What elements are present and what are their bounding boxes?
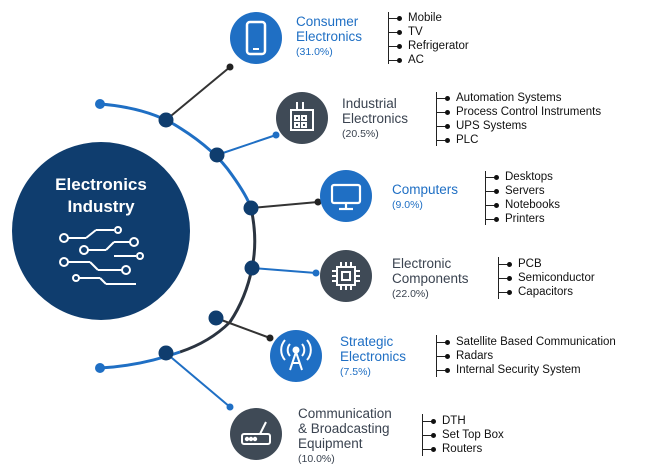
list-item: Automation Systems [437, 91, 601, 105]
segment-communication-label: Communication & Broadcasting Equipment (… [298, 406, 392, 466]
hub-circle: Electronics Industry [12, 142, 190, 320]
connector-end-strategic [266, 334, 274, 342]
hub-title-line2: Industry [67, 197, 135, 216]
list-item: Satellite Based Communication [437, 335, 616, 349]
mobile-phone-icon [230, 12, 282, 64]
segment-name-line: Strategic [340, 334, 394, 349]
segment-name-line: Consumer [296, 14, 359, 29]
list-item: Desktops [486, 170, 560, 184]
list-item: UPS Systems [437, 119, 601, 133]
connector-end-consumer [226, 63, 234, 71]
segment-communication-items: DTH Set Top Box Routers [423, 414, 504, 456]
segment-name-line: Industrial [342, 96, 397, 111]
list-item: Refrigerator [389, 39, 469, 53]
segment-name-line: Electronics [296, 29, 363, 44]
monitor-icon [320, 170, 372, 222]
arc-middle [179, 207, 257, 354]
bracket [422, 414, 423, 456]
segment-name-line: Communication [298, 406, 392, 421]
segment-name-line: Equipment [298, 436, 363, 451]
segment-name-line: Components [392, 271, 469, 286]
list-item: Radars [437, 349, 616, 363]
segment-share: (7.5%) [340, 366, 371, 378]
segment-consumer-label: Consumer Electronics (31.0%) [296, 14, 362, 59]
circuit-icon [59, 226, 144, 285]
segment-consumer-items: Mobile TV Refrigerator AC [389, 11, 469, 67]
segment-computers-items: Desktops Servers Notebooks Printers [486, 170, 560, 226]
segment-share: (9.0%) [392, 199, 423, 211]
list-item: TV [389, 25, 469, 39]
segment-components-items: PCB Semiconductor Capacitors [499, 257, 595, 299]
microchip-icon [320, 250, 372, 302]
list-item: Notebooks [486, 198, 560, 212]
segment-name-line: Electronic [392, 256, 452, 271]
list-item: Routers [423, 442, 504, 456]
connector-industrial [216, 134, 277, 156]
list-item: Set Top Box [423, 428, 504, 442]
connector-end-communication [226, 403, 234, 411]
hub-title-line1: Electronics [55, 175, 147, 194]
segment-name-line: Electronics [342, 111, 409, 126]
connector-computers [250, 201, 319, 209]
list-item: AC [389, 53, 469, 67]
segment-share: (10.0%) [298, 453, 335, 465]
bracket [436, 335, 437, 377]
arc-node-strategic [208, 310, 224, 326]
list-item: PLC [437, 133, 601, 147]
segment-industrial-items: Automation Systems Process Control Instr… [437, 91, 601, 147]
bracket [436, 92, 437, 146]
segment-name-line: & Broadcasting [298, 421, 390, 436]
factory-building-icon [276, 92, 328, 144]
segment-strategic-label: Strategic Electronics (7.5%) [340, 334, 406, 379]
list-item: Internal Security System [437, 363, 616, 377]
connector-end-computers [314, 198, 322, 206]
segment-share: (20.5%) [342, 128, 379, 140]
arc-upper [99, 102, 253, 209]
connector-end-industrial [272, 131, 280, 139]
list-item: Semiconductor [499, 271, 595, 285]
connector-strategic [215, 317, 271, 339]
segment-computers-label: Computers (9.0%) [392, 182, 458, 212]
connector-components [251, 267, 317, 274]
arc-end-top [95, 99, 105, 109]
list-item: Servers [486, 184, 560, 198]
list-item: Capacitors [499, 285, 595, 299]
segment-name-line: Computers [392, 182, 459, 197]
list-item: Printers [486, 212, 560, 226]
list-item: Mobile [389, 11, 469, 25]
connector-consumer [165, 66, 231, 121]
segment-share: (22.0%) [392, 288, 429, 300]
arc-node-consumer [158, 112, 174, 128]
connector-end-components [312, 269, 320, 277]
arc-node-industrial [209, 147, 225, 163]
bracket [388, 12, 389, 64]
list-item: Process Control Instruments [437, 105, 601, 119]
bracket [485, 171, 486, 225]
segment-industrial-label: Industrial Electronics (20.5%) [342, 96, 408, 141]
segment-share: (31.0%) [296, 46, 333, 58]
segment-components-label: Electronic Components (22.0%) [392, 256, 469, 301]
arc-end-bottom [95, 363, 105, 373]
hub-title: Electronics Industry [12, 174, 190, 218]
list-item: PCB [499, 257, 595, 271]
segment-strategic-items: Satellite Based Communication Radars Int… [437, 335, 616, 377]
arc-node-components [244, 260, 260, 276]
connector-communication [165, 352, 231, 408]
router-icon [230, 408, 282, 460]
arc-node-communication [158, 345, 174, 361]
antenna-tower-icon [270, 330, 322, 382]
list-item: DTH [423, 414, 504, 428]
segment-name-line: Electronics [340, 349, 407, 364]
arc-node-computers [243, 200, 259, 216]
bracket [498, 257, 499, 299]
